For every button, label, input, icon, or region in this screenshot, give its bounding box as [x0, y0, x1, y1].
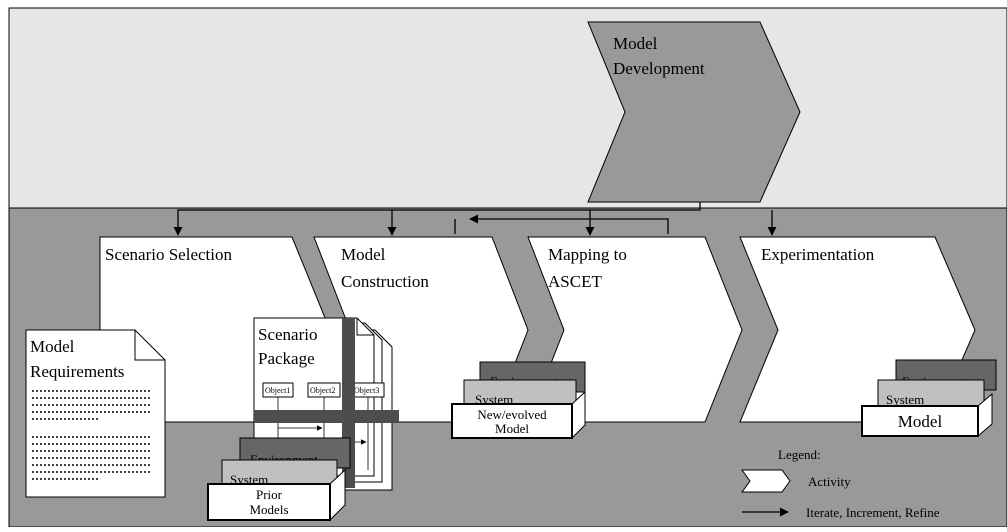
selection-bar-horizontal [254, 410, 399, 423]
model-requirements-document: Model Requirements [25, 329, 166, 498]
prior-models-stack: Environment System Prior Models [207, 437, 351, 521]
legend-activity-label: Activity [808, 474, 851, 489]
scenario-package-line1: Scenario [258, 325, 317, 344]
legend-arrow-label: Iterate, Increment, Refine [806, 505, 940, 520]
legend: Legend: Activity Iterate, Increment, Ref… [741, 447, 940, 520]
requirements-line1: Model [30, 337, 75, 356]
object1-label: Object1 [265, 386, 290, 395]
experimentation-label: Experimentation [761, 245, 875, 264]
requirements-line2: Requirements [30, 362, 124, 381]
mapping-line2: ASCET [548, 272, 602, 291]
object3-label: Object3 [354, 386, 379, 395]
activity-model-development: Model Development [587, 21, 801, 203]
legend-activity-swatch [741, 469, 791, 493]
text-placeholder-lines [32, 390, 152, 480]
model-construction-line2: Construction [341, 272, 429, 291]
final-system-label: System [886, 392, 924, 407]
prior-models-line2: Models [250, 502, 289, 517]
iteration-arrows [173, 202, 777, 236]
final-model-stack: Environment System Model [861, 359, 997, 437]
scenario-package-line2: Package [258, 349, 315, 368]
object2-label: Object2 [310, 386, 335, 395]
new-model-line1: New/evolved [477, 407, 547, 422]
top-band [8, 7, 1007, 209]
model-construction-line1: Model [341, 245, 386, 264]
model-development-line1: Model [613, 34, 658, 53]
prior-models-line1: Prior [256, 487, 283, 502]
new-model-line2: Model [495, 421, 529, 436]
mapping-line1: Mapping to [548, 245, 627, 264]
model-development-line2: Development [613, 59, 705, 78]
legend-title: Legend: [778, 447, 821, 462]
scenario-selection-label: Scenario Selection [105, 245, 232, 264]
new-evolved-model-stack: Environment System New/evolved Model [451, 361, 586, 439]
final-model-label: Model [898, 412, 943, 431]
